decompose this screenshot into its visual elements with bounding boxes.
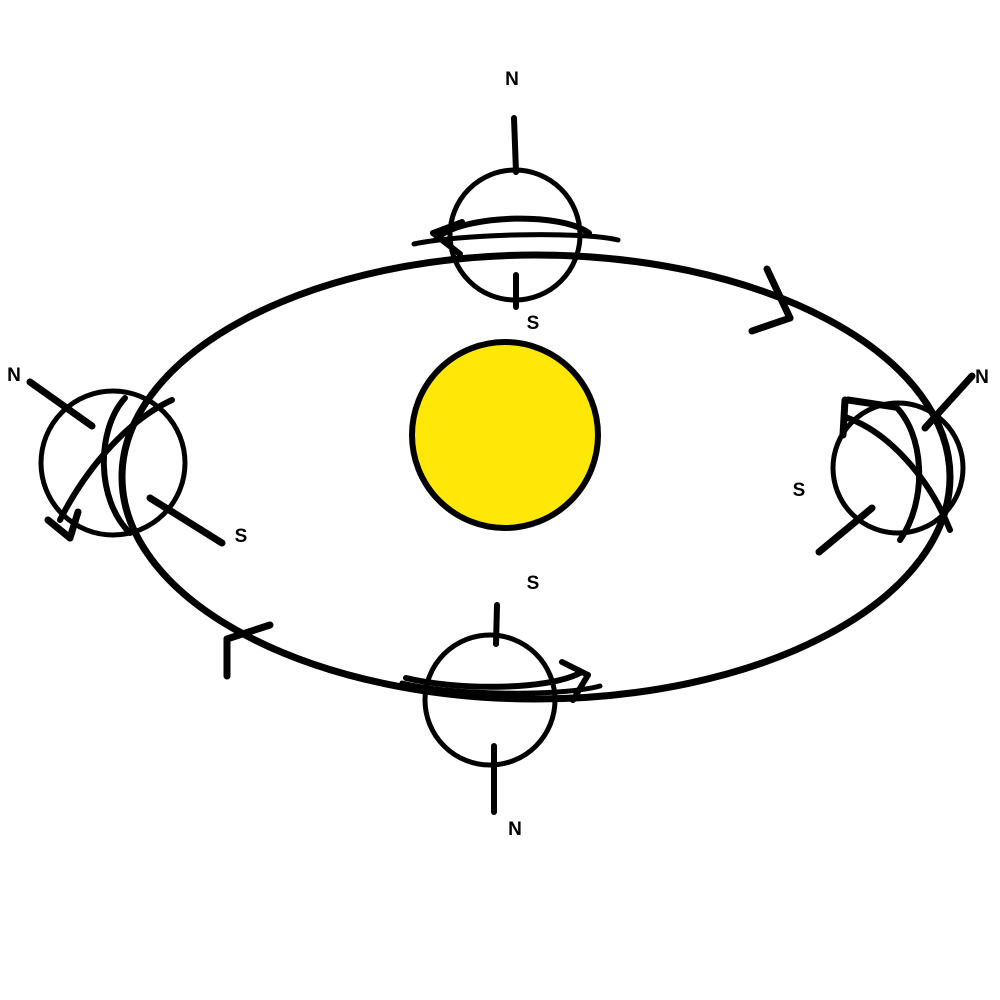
earth-right-equator (842, 414, 953, 533)
earth-right-rotation-arrowhead (839, 396, 899, 439)
earth-bottom-rotation-arc (403, 670, 583, 690)
earth-top-equator (411, 232, 621, 247)
earth-right-north-label: N (975, 367, 989, 388)
earth-top-south-label: S (527, 313, 540, 334)
earth-top-rotation-arc (438, 215, 592, 238)
earth-top: N S (411, 69, 621, 334)
earth-right-globe (830, 400, 966, 536)
earth-right-meridian-arc (890, 401, 923, 543)
earth-left-north-label: N (7, 365, 21, 386)
earth-right-axis-north (921, 372, 976, 432)
earth-bottom-rotation-arrowhead (559, 659, 591, 703)
earth-right-south-label: S (793, 480, 806, 501)
earth-bottom-axis-south (493, 602, 500, 647)
earth-left-meridian-arc (100, 395, 133, 536)
earth-left: N S (7, 365, 247, 547)
earth-left-south-label: S (235, 526, 248, 547)
earth-top-rotation-arrowhead (430, 219, 465, 257)
earth-left-axis-south (146, 494, 226, 547)
earth-left-axis-north (26, 378, 96, 430)
earth-top-axis-north (511, 115, 519, 175)
earth-bottom-north-label: N (508, 819, 522, 840)
earth-bottom: S N (399, 573, 603, 840)
orbit-arrow-lower-left (223, 621, 274, 680)
earth-right: N S (793, 367, 989, 556)
orbit-ellipse (118, 251, 954, 703)
orbit-arrow-upper-right (748, 265, 794, 335)
earth-left-globe (38, 388, 188, 538)
earth-bottom-south-label: S (527, 573, 540, 594)
sun (409, 339, 601, 531)
earth-bottom-globe (422, 632, 558, 768)
earth-top-north-label: N (505, 69, 519, 90)
earth-right-axis-south (815, 504, 876, 556)
earth-left-rotation-arrowhead (44, 508, 82, 542)
